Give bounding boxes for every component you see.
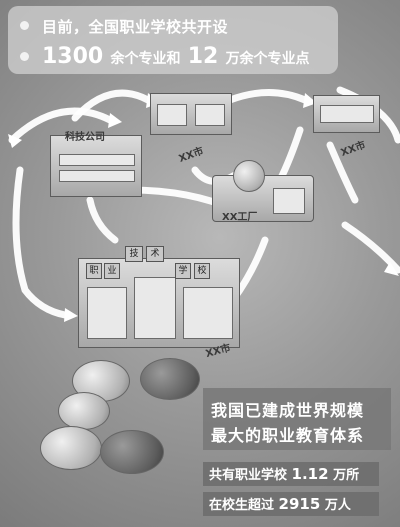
header-line-2-end: 万余个专业点 — [225, 51, 310, 67]
power-tower-icon — [58, 392, 110, 430]
factory-tank-icon — [233, 160, 265, 192]
arrowhead — [8, 134, 22, 148]
factory-label: XX工厂 — [222, 212, 258, 223]
arrowhead — [64, 308, 78, 322]
truck-icon — [140, 358, 200, 400]
excavator-icon — [100, 430, 164, 474]
bullet-icon — [20, 52, 29, 61]
header-line-1: 目前，全国职业学校共开设 — [42, 18, 229, 36]
majors-count: 1300 — [42, 44, 104, 69]
school-sign-char: 技 — [125, 246, 143, 262]
arrow — [341, 221, 400, 274]
school-sign-char: 学 — [175, 263, 191, 279]
schools-prefix: 共有职业学校 — [209, 468, 288, 483]
students-stat: 在校生超过 2915 万人 — [203, 492, 379, 516]
schools-stat: 共有职业学校 1.12 万所 — [203, 462, 379, 486]
points-count: 12 — [187, 44, 219, 69]
header-banner: 目前，全国职业学校共开设 1300 余个专业和 12 万余个专业点 — [8, 6, 338, 74]
summary-line-2: 最大的职业教育体系 — [211, 426, 365, 445]
students-suffix: 万人 — [324, 498, 351, 513]
vocational-school-building — [78, 258, 240, 348]
arrow — [86, 196, 119, 244]
school-sign-char: 校 — [194, 263, 210, 279]
office-building — [150, 93, 232, 135]
window — [320, 105, 374, 123]
arrow — [12, 166, 69, 319]
window — [183, 287, 233, 339]
schools-count: 1.12 — [291, 465, 329, 483]
window — [195, 104, 225, 126]
students-prefix: 在校生超过 — [209, 498, 275, 513]
bulldozer-icon — [40, 426, 102, 470]
schools-suffix: 万所 — [333, 468, 360, 483]
window — [134, 277, 176, 339]
window — [87, 287, 127, 339]
arrow — [226, 89, 309, 104]
school-sign-char: 业 — [104, 263, 120, 279]
arrowhead — [384, 262, 399, 276]
arrowhead — [108, 113, 122, 128]
office-building — [313, 95, 380, 133]
bullet-icon — [20, 21, 29, 30]
summary-line-1: 我国已建成世界规模 — [211, 401, 365, 420]
arrow — [8, 107, 114, 144]
arrow — [276, 126, 304, 184]
window — [59, 154, 135, 166]
summary-panel: 我国已建成世界规模 最大的职业教育体系 — [203, 388, 391, 450]
header-line-2-mid: 余个专业和 — [110, 51, 181, 67]
students-count: 2915 — [278, 495, 321, 513]
window — [59, 170, 135, 182]
school-sign-char: 职 — [86, 263, 102, 279]
arrow — [326, 141, 359, 204]
window — [157, 104, 187, 126]
school-sign-char: 术 — [146, 246, 164, 262]
tech-company-label: 科技公司 — [65, 132, 105, 143]
window — [273, 188, 305, 214]
tech-company-building — [50, 135, 142, 197]
header-line-2: 1300 余个专业和 12 万余个专业点 — [42, 44, 312, 69]
arrow — [71, 89, 152, 122]
